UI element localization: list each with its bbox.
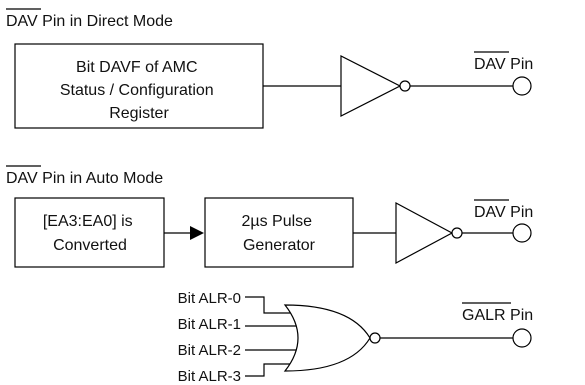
pulse-generator-box bbox=[204, 197, 354, 268]
auto-pin-dav: DAV bbox=[474, 204, 506, 221]
galr-pin-icon bbox=[512, 328, 532, 348]
direct-inverter-bubble-icon bbox=[399, 80, 411, 92]
nor-gate-icon bbox=[283, 304, 371, 372]
galr-pin-galr: GALR bbox=[462, 307, 506, 324]
arrowhead-icon bbox=[190, 226, 204, 240]
auto-inverter-icon bbox=[395, 201, 454, 265]
auto-dav-pin-icon bbox=[512, 223, 532, 243]
ea-converted-line-2: Converted bbox=[53, 237, 127, 254]
auto-mode-title: DAV Pin in Auto Mode bbox=[6, 170, 163, 187]
direct-mode-title: DAV Pin in Direct Mode bbox=[6, 13, 173, 30]
galr-pin-rest: Pin bbox=[506, 307, 534, 324]
input-label-alr-3: Bit ALR-3 bbox=[178, 368, 241, 385]
direct-mode-title-dav: DAV bbox=[6, 13, 38, 30]
direct-dav-pin-label: DAV Pin bbox=[474, 56, 533, 73]
pulse-generator-line-2: Generator bbox=[243, 237, 316, 254]
ea-converted-line-1: [EA3:EA0] is bbox=[43, 213, 133, 230]
ea-converted-label: [EA3:EA0] is Converted bbox=[43, 213, 137, 254]
input-label-alr-2: Bit ALR-2 bbox=[178, 342, 241, 359]
auto-mode-section: DAV Pin in Auto Mode [EA3:EA0] is Conver… bbox=[6, 165, 533, 268]
pulse-generator-line-1: 2µs Pulse bbox=[241, 213, 312, 230]
input-wire-alr-3 bbox=[245, 363, 291, 377]
auto-dav-pin-label: DAV Pin bbox=[474, 204, 533, 221]
direct-dav-pin-icon bbox=[512, 76, 532, 96]
davf-register-line-2: Status / Configuration bbox=[60, 82, 214, 99]
direct-pin-dav: DAV bbox=[474, 56, 506, 73]
davf-register-label: Bit DAVF of AMC Status / Configuration R… bbox=[60, 59, 218, 122]
pulse-generator-label: 2µs Pulse Generator bbox=[241, 213, 316, 254]
davf-register-line-3: Register bbox=[109, 105, 169, 122]
ea-converted-box bbox=[14, 197, 165, 268]
auto-mode-title-rest: Pin in Auto Mode bbox=[38, 170, 164, 187]
direct-mode-section: DAV Pin in Direct Mode Bit DAVF of AMC S… bbox=[6, 8, 533, 129]
galr-pin-label: GALR Pin bbox=[462, 307, 533, 324]
direct-pin-rest: Pin bbox=[506, 56, 534, 73]
input-label-alr-1: Bit ALR-1 bbox=[178, 316, 241, 333]
auto-mode-title-dav: DAV bbox=[6, 170, 38, 187]
galr-section: Bit ALR-0 Bit ALR-1 Bit ALR-2 Bit ALR-3 … bbox=[178, 290, 534, 385]
davf-register-line-1: Bit DAVF of AMC bbox=[76, 59, 198, 76]
nor-gate-bubble-icon bbox=[369, 332, 381, 344]
input-wire-alr-0 bbox=[245, 296, 291, 314]
davf-register-box bbox=[14, 43, 264, 129]
direct-mode-title-rest: Pin in Direct Mode bbox=[38, 13, 173, 30]
input-label-alr-0: Bit ALR-0 bbox=[178, 290, 241, 307]
direct-inverter-icon bbox=[340, 55, 402, 117]
auto-pin-rest: Pin bbox=[506, 204, 534, 221]
auto-inverter-bubble-icon bbox=[451, 227, 463, 239]
